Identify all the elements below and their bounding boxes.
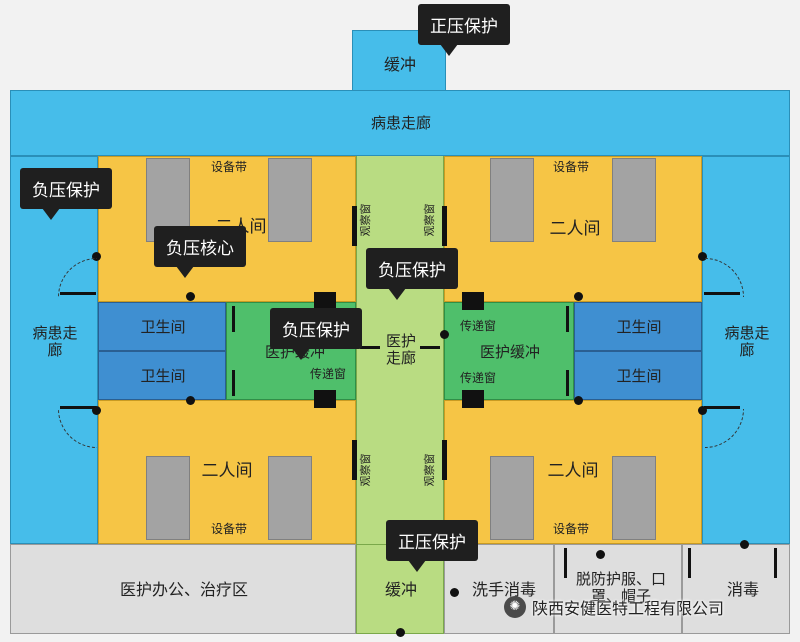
bed (612, 456, 656, 540)
office-area: 医护办公、治疗区 (10, 544, 356, 634)
watermark: ✺ 陕西安健医特工程有限公司 (504, 592, 724, 622)
watermark-text: 陕西安健医特工程有限公司 (532, 599, 725, 618)
corridor-top: 病患走廊 (10, 90, 790, 156)
door-hinge (450, 588, 459, 597)
bed (490, 158, 534, 242)
door-hinge (698, 252, 707, 261)
wechat-icon: ✺ (504, 596, 526, 618)
tag-negative-buffer: 负压保护 (270, 308, 362, 360)
door-leaf (420, 346, 440, 349)
room-label: 二人间 (547, 461, 599, 482)
toilet-room: 卫生间 (574, 351, 702, 400)
bed (268, 456, 312, 540)
tag-positive-bottom: 正压保护 (386, 520, 478, 572)
pass-window-box (462, 292, 484, 310)
ward-bottom-left (98, 400, 356, 544)
door-hinge (740, 540, 749, 549)
corridor-top-label: 病患走廊 (370, 114, 431, 133)
door-hinge (574, 292, 583, 301)
door-leaf (60, 292, 96, 295)
toilet-label: 卫生间 (140, 317, 186, 336)
door-leaf (566, 370, 569, 396)
observation-window-label: 观察窗 (422, 453, 436, 487)
disinfect-room: 消毒 (682, 544, 790, 634)
toilet-room: 卫生间 (574, 302, 702, 351)
door-leaf (704, 292, 740, 295)
door-leaf (774, 548, 777, 578)
pass-window-box (462, 390, 484, 408)
top-buffer-label: 缓冲 (383, 54, 416, 74)
equipment-strip-label: 设备带 (210, 522, 247, 537)
medical-buffer-label: 医护缓冲 (479, 343, 540, 362)
observation-window-mark (352, 440, 357, 480)
medical-corridor-label: 医护 走廊 (385, 331, 416, 367)
room-label: 二人间 (201, 461, 253, 482)
observation-window-label: 观察窗 (358, 453, 372, 487)
equipment-strip-label: 设备带 (552, 522, 589, 537)
toilet-room: 卫生间 (98, 302, 226, 351)
medical-buffer-right: 医护缓冲 (444, 302, 574, 400)
observation-window-mark (442, 440, 447, 480)
toilet-label: 卫生间 (616, 317, 662, 336)
observation-window-label: 观察窗 (358, 203, 372, 237)
disinfect-label: 消毒 (726, 579, 759, 599)
medical-corridor: 医护 走廊 (356, 156, 444, 544)
observation-window-mark (352, 206, 357, 246)
corridor-right: 病患走 廊 (702, 156, 790, 544)
door-hinge (186, 396, 195, 405)
undress-room: 脱防护服、口 罩、帽子 (554, 544, 682, 634)
toilet-label: 卫生间 (140, 366, 186, 385)
door-hinge (92, 252, 101, 261)
toilet-room: 卫生间 (98, 351, 226, 400)
door-leaf (232, 306, 235, 332)
door-hinge (698, 406, 707, 415)
equipment-strip-label: 设备带 (210, 160, 247, 175)
ward-top-right (444, 156, 702, 302)
door-leaf (564, 548, 567, 578)
corridor-left: 病患走 廊 (10, 156, 98, 544)
toilet-label: 卫生间 (616, 366, 662, 385)
pass-window-label: 传递窗 (459, 371, 496, 386)
door-hinge (186, 292, 195, 301)
corridor-right-label: 病患走 廊 (724, 323, 770, 359)
pass-window-box (314, 292, 336, 310)
undress-label: 脱防护服、口 罩、帽子 (575, 569, 666, 605)
door-leaf (60, 406, 96, 409)
pass-window-box (314, 390, 336, 408)
tag-negative-left: 负压保护 (20, 168, 112, 220)
door-hinge (396, 628, 405, 637)
tag-negative-center: 负压保护 (366, 248, 458, 300)
tag-positive-top: 正压保护 (418, 4, 510, 56)
handwash-label: 洗手消毒 (471, 579, 536, 599)
pass-window-label: 传递窗 (459, 319, 496, 334)
pass-window-label: 传递窗 (309, 367, 346, 382)
door-leaf (566, 306, 569, 332)
bed (490, 456, 534, 540)
bottom-buffer-label: 缓冲 (384, 579, 417, 599)
equipment-strip-label: 设备带 (552, 160, 589, 175)
door-hinge (440, 330, 449, 339)
bed (146, 456, 190, 540)
ward-top-left (98, 156, 356, 302)
tag-negative-core: 负压核心 (154, 226, 246, 278)
door-hinge (596, 550, 605, 559)
door-leaf (232, 370, 235, 396)
bed (612, 158, 656, 242)
door-hinge (574, 396, 583, 405)
door-leaf (360, 346, 380, 349)
room-label: 二人间 (549, 219, 601, 240)
observation-window-label: 观察窗 (422, 203, 436, 237)
observation-window-mark (442, 206, 447, 246)
door-leaf (704, 406, 740, 409)
bed (268, 158, 312, 242)
office-label: 医护办公、治疗区 (119, 579, 248, 599)
door-leaf (688, 548, 691, 578)
corridor-left-label: 病患走 廊 (32, 323, 78, 359)
